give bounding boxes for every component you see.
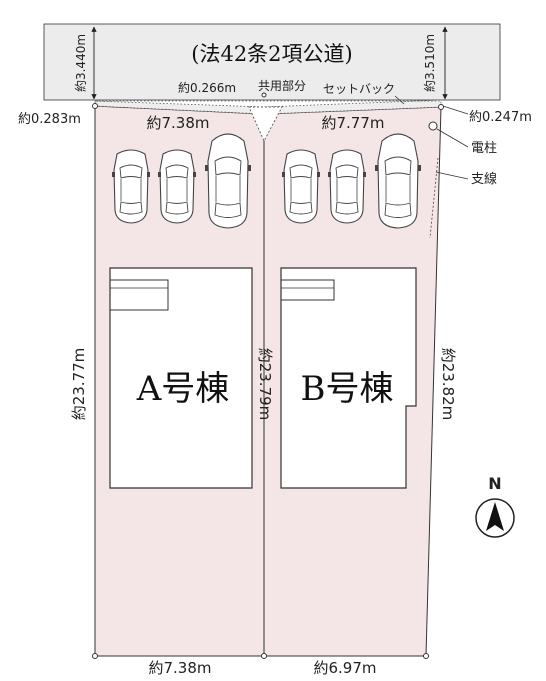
car-icon	[374, 133, 422, 229]
guy-wire-line	[429, 157, 439, 239]
guy-wire-leader	[435, 171, 469, 180]
utility-pole-label: 電柱	[471, 141, 497, 156]
corner-marker	[261, 653, 267, 659]
road	[43, 23, 501, 101]
corner-marker	[261, 92, 267, 98]
lot-a-top-width-label: 約7.38m	[146, 114, 209, 132]
car-icon	[204, 133, 252, 229]
setback-leader	[394, 95, 405, 105]
shared-boundary-depth-label: 約23.79m	[256, 348, 274, 421]
shared-portion-label: 共用部分	[258, 78, 306, 93]
compass-label: N	[488, 474, 501, 493]
lot-b-bottom-width-label: 約6.97m	[313, 659, 376, 677]
setback-right-leader	[442, 105, 469, 115]
car-icon	[157, 149, 197, 224]
building-a-label: A号棟	[136, 369, 230, 409]
corner-marker	[438, 104, 444, 110]
setback-label: セットバック	[323, 82, 395, 96]
corner-marker	[423, 653, 429, 659]
pole-leader	[436, 128, 469, 148]
building-b	[280, 267, 417, 489]
corner-marker	[92, 653, 98, 659]
road-width-right-label: 約3.510m	[422, 34, 437, 92]
building-a	[109, 267, 253, 489]
road-width-left-label: 約3.440m	[73, 34, 88, 92]
lot-b-top-width-label: 約7.77m	[321, 114, 384, 132]
utility-pole-icon	[428, 121, 438, 131]
car-icon	[327, 149, 367, 224]
road-label: (法42条2項公道)	[191, 42, 352, 66]
north-compass-icon	[475, 498, 515, 538]
car-icon	[111, 149, 151, 224]
guy-wire-label: 支線	[471, 171, 497, 187]
setback-right-depth-label: 約0.247m	[469, 110, 532, 125]
shared-portion	[248, 106, 283, 143]
building-b-label: B号棟	[301, 369, 394, 409]
lot-a-bottom-width-label: 約7.38m	[148, 659, 211, 677]
corner-marker	[92, 103, 98, 109]
lot-b-depth-label: 約23.82m	[439, 348, 457, 421]
car-icon	[281, 149, 321, 224]
shared-width-label: 約0.266m	[178, 80, 236, 95]
lot-a-depth-label: 約23.77m	[70, 348, 88, 421]
setback-left-depth-label: 約0.283m	[18, 112, 81, 127]
